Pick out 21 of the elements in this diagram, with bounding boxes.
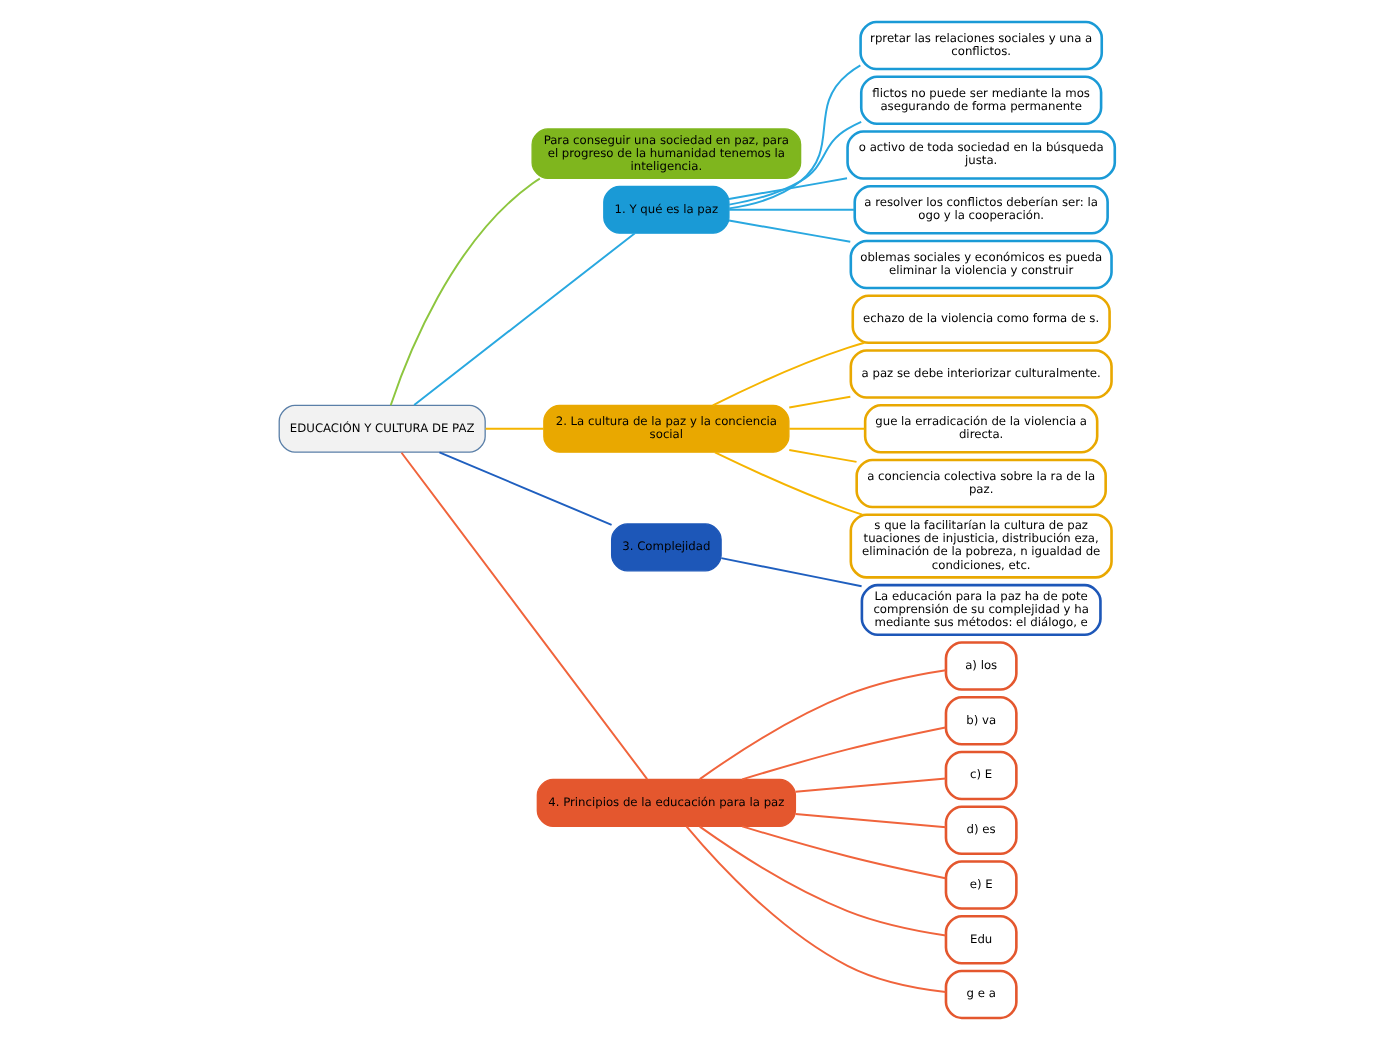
connector (400, 451, 649, 781)
connector (728, 208, 856, 211)
connector (728, 177, 848, 200)
connector (484, 427, 545, 430)
connector (389, 177, 541, 407)
connector (438, 451, 613, 526)
connector (698, 825, 947, 937)
connector (788, 427, 866, 430)
connector (741, 726, 947, 781)
connector (728, 121, 863, 206)
connector (794, 813, 947, 829)
connector (413, 232, 636, 406)
connector (698, 669, 947, 781)
connector (741, 825, 947, 880)
connector (720, 557, 863, 588)
connector (794, 777, 947, 793)
connector (685, 825, 947, 993)
connector (728, 219, 852, 243)
connector (788, 449, 858, 463)
connector (728, 64, 862, 210)
connector (788, 395, 852, 409)
